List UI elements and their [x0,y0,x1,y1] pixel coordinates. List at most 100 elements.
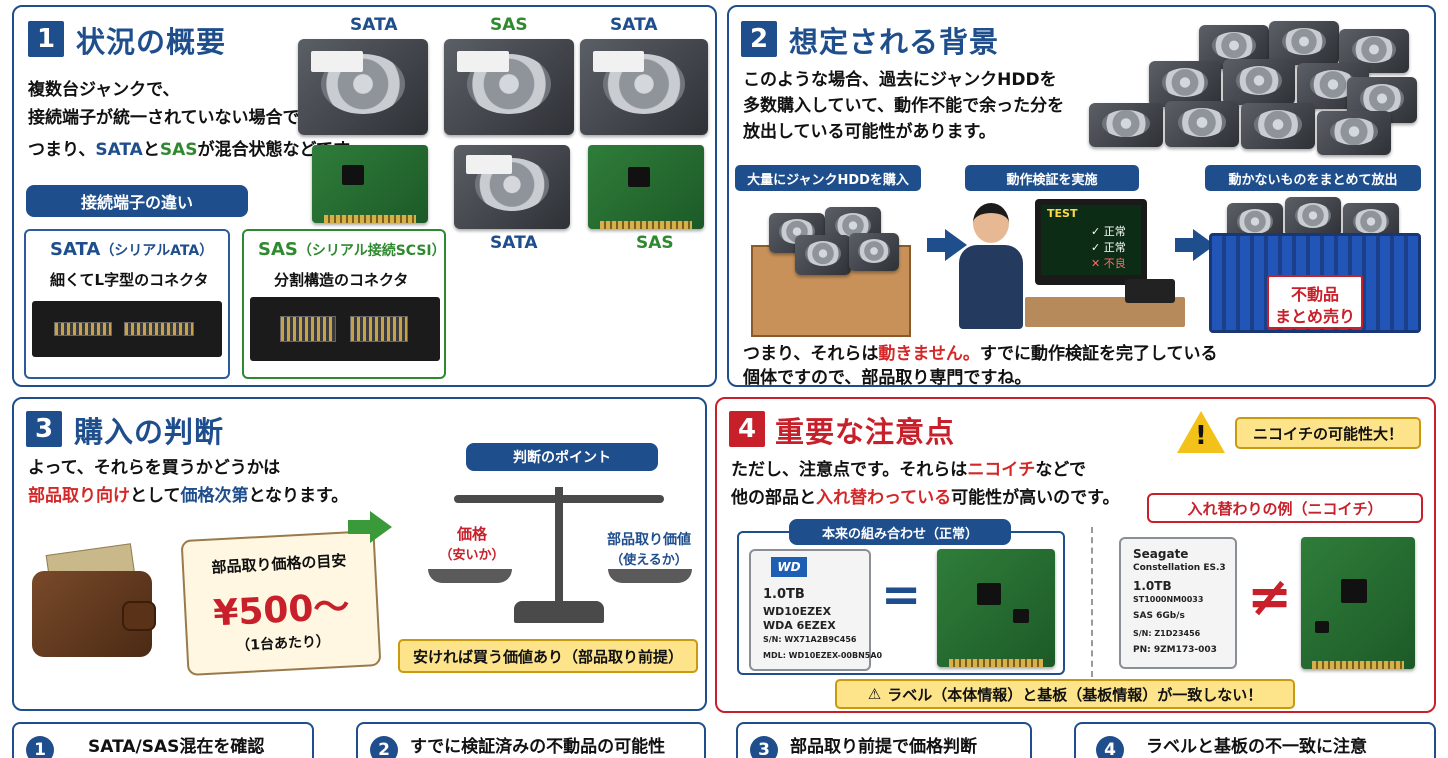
sas-connector-image [250,297,440,361]
section-title: 購入の判断 [74,415,225,449]
hdd-pile-image [1149,61,1221,107]
nikoichi-badge: ニコイチの可能性大！ [1235,417,1421,449]
hdd-image [580,39,708,135]
summary-number: 1 [26,736,54,758]
panel-important-caution: 4 重要な注意点 ! ニコイチの可能性大！ ただし、注意点です。それらはニコイチ… [715,397,1436,713]
normal-combination-pill: 本来の組み合わせ（正常） [789,519,1011,545]
pcb-image [1301,537,1415,669]
sata-card-desc: 細くてL字型のコネクタ [50,271,209,289]
warning-exclamation: ! [1195,421,1207,451]
wd-logo: WD [771,557,807,577]
judgment-point-pill: 判断のポイント [466,443,658,471]
seagate-label-image: Seagate Constellation ES.3 1.0TB ST1000N… [1119,537,1237,669]
background-line-1: このような場合、過去にジャンクHDDを [743,70,1057,90]
left-pan-label: 価格 （安いか） [439,525,505,563]
background-line-3: 放出している可能性があります。 [743,122,996,142]
panel-assumed-background: 2 想定される背景 このような場合、過去にジャンクHDDを 多数購入していて、動… [727,5,1436,387]
caution-line-1: ただし、注意点です。それらはニコイチなどで [731,460,1086,480]
price-tag: 部品取り価格の目安 ¥500〜 （1台あたり） [180,530,382,676]
hdd-pile-image [1317,111,1391,155]
section-title: 想定される背景 [789,25,1000,59]
pcb-image [937,549,1055,667]
summary-card-3: 3 部品取り前提で価格判断 [736,722,1032,758]
hdd-pile-image [1089,103,1163,147]
hdd-image [298,39,428,135]
monitor-row: ✕ 不良 [1091,257,1126,270]
decision-line-1: よって、それらを買うかどうかは [28,458,281,478]
green-arrow-icon [370,511,392,543]
balance-scale-image [418,477,700,627]
section-title: 状況の概要 [76,25,227,59]
hdd-tag-bot2: SAS [636,233,674,253]
overview-line-3: つまり、SATAとSASが混合状態などです。 [28,140,366,160]
step-tag-verify: 動作検証を実施 [965,165,1139,191]
panel-situation-overview: 1 状況の概要 複数台ジャンクで、 接続端子が統一されていない場合です。 つまり… [12,5,717,387]
green-arrow-shaft [348,520,372,534]
sata-connector-image [32,301,222,357]
monitor-row: ✓ 正常 [1091,241,1126,254]
summary-number: 4 [1096,736,1124,758]
summary-number: 3 [750,736,778,758]
monitor-test-title: TEST [1047,207,1078,220]
test-dock-image [1125,279,1175,303]
sas-card-title: SAS（シリアル接続SCSI） [258,239,446,260]
label-mismatch-warning: ⚠ラベル（本体情報）と基板（基板情報）が一致しない！ [835,679,1295,709]
hdd-in-box-image [795,235,851,275]
sata-connector-card: SATA（シリアルATA） 細くてL字型のコネクタ [24,229,230,379]
background-conclusion-1: つまり、それらは動きません。すでに動作検証を完了している [743,344,1218,364]
section-number-1: 1 [28,21,64,57]
not-equal-sign: ≠ [1247,565,1293,628]
hdd-tag-bot1: SATA [490,233,538,253]
hdd-tag-top2: SAS [490,15,528,35]
section-number-2: 2 [741,21,777,57]
crate-label: 不動品 まとめ売り [1267,275,1363,329]
hdd-image [444,39,574,135]
technician-image [955,203,1025,333]
summary-text: すでに検証済みの不動品の可能性 [410,737,666,757]
wallet-image [32,543,160,659]
section-number-4: 4 [729,411,765,447]
summary-card-2: 2 すでに検証済みの不動品の可能性 [356,722,706,758]
warning-icon [1177,411,1225,453]
summary-text: SATA/SAS混在を確認 [88,737,265,757]
warning-small-icon: ⚠ [867,685,882,703]
sas-card-desc: 分割構造のコネクタ [274,271,409,289]
hdd-image [454,145,570,229]
section-title: 重要な注意点 [775,415,956,449]
equal-sign: = [881,567,922,623]
hdd-tag-top3: SATA [610,15,658,35]
hdd-pile-image [1165,101,1239,147]
overview-line-2: 接続端子が統一されていない場合です。 [28,108,332,128]
section-number-3: 3 [26,411,62,447]
test-monitor-image: TEST ✓ 正常 ✓ 正常 ✕ 不良 [1035,199,1147,285]
panel-purchase-decision: 3 購入の判断 よって、それらを買うかどうかは 部品取り向けとして価格次第となり… [12,397,707,711]
hdd-pile-image [1223,59,1295,105]
summary-card-1: 1 SATA/SAS混在を確認 [12,722,314,758]
hdd-pcb-image [312,145,428,223]
wd-label-image: WD 1.0TB WD10EZEX WDA 6EZEX S/N: WX71A2B… [749,549,882,671]
sas-connector-card: SAS（シリアル接続SCSI） 分割構造のコネクタ [242,229,446,379]
background-conclusion-2: 個体ですので、部品取り専門ですね。 [743,368,1032,387]
step-tag-release: 動かないものをまとめて放出 [1205,165,1421,191]
hdd-pile-image [1241,103,1315,149]
normal-combination-box: 本来の組み合わせ（正常） WD 1.0TB WD10EZEX WDA 6EZEX… [737,519,1065,675]
sata-card-title: SATA（シリアルATA） [50,239,214,260]
price-tag-title: 部品取り価格の目安 [211,551,347,577]
right-pan-label: 部品取り価値 （使えるか） [607,532,691,568]
caution-line-2: 他の部品と入れ替わっている可能性が高いのです。 [731,488,1120,508]
hdd-in-crate-image [1285,197,1341,237]
hdd-in-box-image [849,233,899,271]
divider [1091,527,1093,677]
summary-text: ラベルと基板の不一致に注意 [1146,737,1367,757]
hdd-pile-image [1269,21,1339,65]
decision-line-2: 部品取り向けとして価格次第となります。 [28,486,349,506]
summary-number: 2 [370,736,398,758]
monitor-row: ✓ 正常 [1091,225,1126,238]
overview-line-1: 複数台ジャンクで、 [28,80,180,100]
background-line-2: 多数購入していて、動作不能で余った分を [743,96,1065,116]
summary-card-4: 4 ラベルと基板の不一致に注意 [1074,722,1436,758]
summary-text: 部品取り前提で価格判断 [790,737,977,757]
step-tag-buy: 大量にジャンクHDDを購入 [735,165,921,191]
value-condition-bar: 安ければ買う価値あり（部品取り前提） [398,639,698,673]
hdd-tag-top1: SATA [350,15,398,35]
